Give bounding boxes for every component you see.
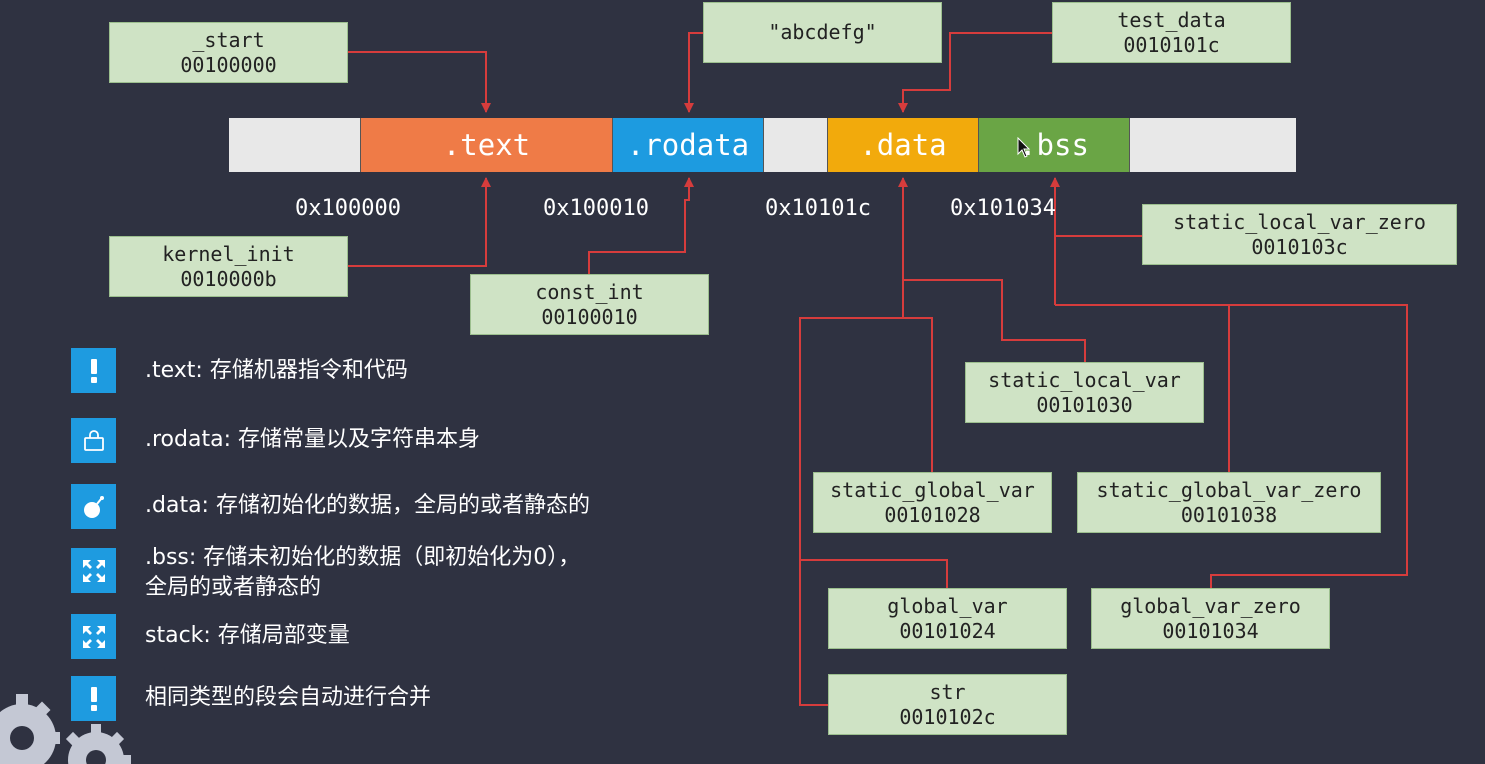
arrow-start [348, 51, 491, 113]
line-global-var-str [799, 317, 903, 706]
exclamation-icon [71, 348, 116, 393]
symbol-name: "abcdefg" [768, 20, 877, 44]
symbol-address: 00101030 [1036, 392, 1133, 417]
symbol-start: _start 00100000 [109, 22, 348, 83]
symbol-global-var: global_var 00101024 [828, 588, 1067, 649]
expand-icon [71, 548, 116, 593]
symbol-abcdefg: "abcdefg" [703, 2, 942, 63]
symbol-static-global-var: static_global_var 00101028 [813, 472, 1052, 533]
symbol-address: 00101028 [884, 502, 981, 527]
symbol-test-data: test_data 0010101c [1052, 2, 1291, 63]
line-global-var-zero [1210, 304, 1408, 588]
line-static-local-var [903, 279, 1086, 362]
symbol-address: 00101034 [1162, 618, 1259, 643]
legend-text-bss-line2: 全局的或者静态的 [145, 575, 322, 600]
legend-text-bss-line1: .bss: 存储未初始化的数据（即初始化为0）， [145, 545, 581, 570]
expand-icon [71, 614, 116, 659]
symbol-kernel-init: kernel_init 0010000b [109, 236, 348, 297]
symbol-name: test_data [1117, 7, 1226, 32]
symbol-static-local-var: static_local_var 00101030 [965, 362, 1204, 423]
rodata-segment: .rodata [613, 118, 764, 172]
symbol-name: const_int [535, 279, 644, 304]
legend-text-data: .data: 存储初始化的数据，全局的或者静态的 [145, 493, 590, 518]
symbol-name: static_global_var_zero [1096, 477, 1362, 502]
symbol-name: global_var_zero [1120, 593, 1301, 618]
address-text-start: 0x100000 [295, 196, 401, 221]
line-static-global-var [903, 317, 933, 472]
bag-icon [71, 418, 116, 463]
empty-segment-left [229, 118, 361, 172]
symbol-static-local-var-zero: static_local_var_zero 0010103c [1142, 204, 1457, 265]
address-data-start: 0x10101c [765, 196, 871, 221]
empty-segment-right [1130, 118, 1296, 172]
symbol-name: str [929, 679, 966, 704]
empty-segment-middle [764, 118, 828, 172]
address-rodata-start: 0x100010 [543, 196, 649, 221]
symbol-name: kernel_init [162, 241, 295, 266]
symbol-name: static_local_var [988, 367, 1181, 392]
symbol-static-global-var-zero: static_global_var_zero 00101038 [1077, 472, 1381, 533]
symbol-address: 0010000b [180, 266, 277, 291]
symbol-address: 0010103c [1251, 234, 1348, 259]
symbol-name: static_global_var [830, 477, 1035, 502]
arrow-const-int [588, 177, 694, 274]
line-global-var [800, 559, 948, 588]
symbol-address: 00100010 [541, 304, 638, 329]
legend-text-bss: .bss: 存储未初始化的数据（即初始化为0）， 全局的或者静态的 [145, 543, 580, 603]
arrow-abcdefg [684, 32, 703, 113]
symbol-address: 00101038 [1180, 502, 1278, 527]
arrow-test-data [898, 32, 1052, 113]
legend-text-stack: stack: 存储局部变量 [145, 623, 350, 648]
legend-text-text: .text: 存储机器指令和代码 [145, 358, 408, 383]
exclamation-icon [71, 676, 116, 721]
symbol-address: 00101024 [899, 618, 996, 643]
arrow-kernel-init [348, 177, 491, 267]
legend-text-rodata: .rodata: 存储常量以及字符串本身 [145, 427, 480, 452]
address-bss-start: 0x101034 [950, 196, 1056, 221]
mouse-cursor-icon [1017, 137, 1031, 158]
data-segment: .data [828, 118, 979, 172]
symbol-name: global_var [887, 593, 1008, 618]
symbol-address: 0010101c [1123, 32, 1220, 57]
bss-segment: .bss [979, 118, 1130, 172]
legend-text-merge: 相同类型的段会自动进行合并 [145, 685, 432, 710]
symbol-const-int: const_int 00100010 [470, 274, 709, 335]
symbol-name: static_local_var_zero [1173, 209, 1426, 234]
symbol-name: _start [192, 27, 265, 52]
text-segment: .text [361, 118, 613, 172]
gears-decoration-icon [0, 694, 131, 764]
symbol-address: 0010102c [899, 704, 996, 729]
bomb-icon [71, 484, 116, 529]
symbol-str: str 0010102c [828, 674, 1067, 735]
symbol-global-var-zero: global_var_zero 00101034 [1091, 588, 1330, 649]
symbol-address: 00100000 [180, 52, 277, 77]
